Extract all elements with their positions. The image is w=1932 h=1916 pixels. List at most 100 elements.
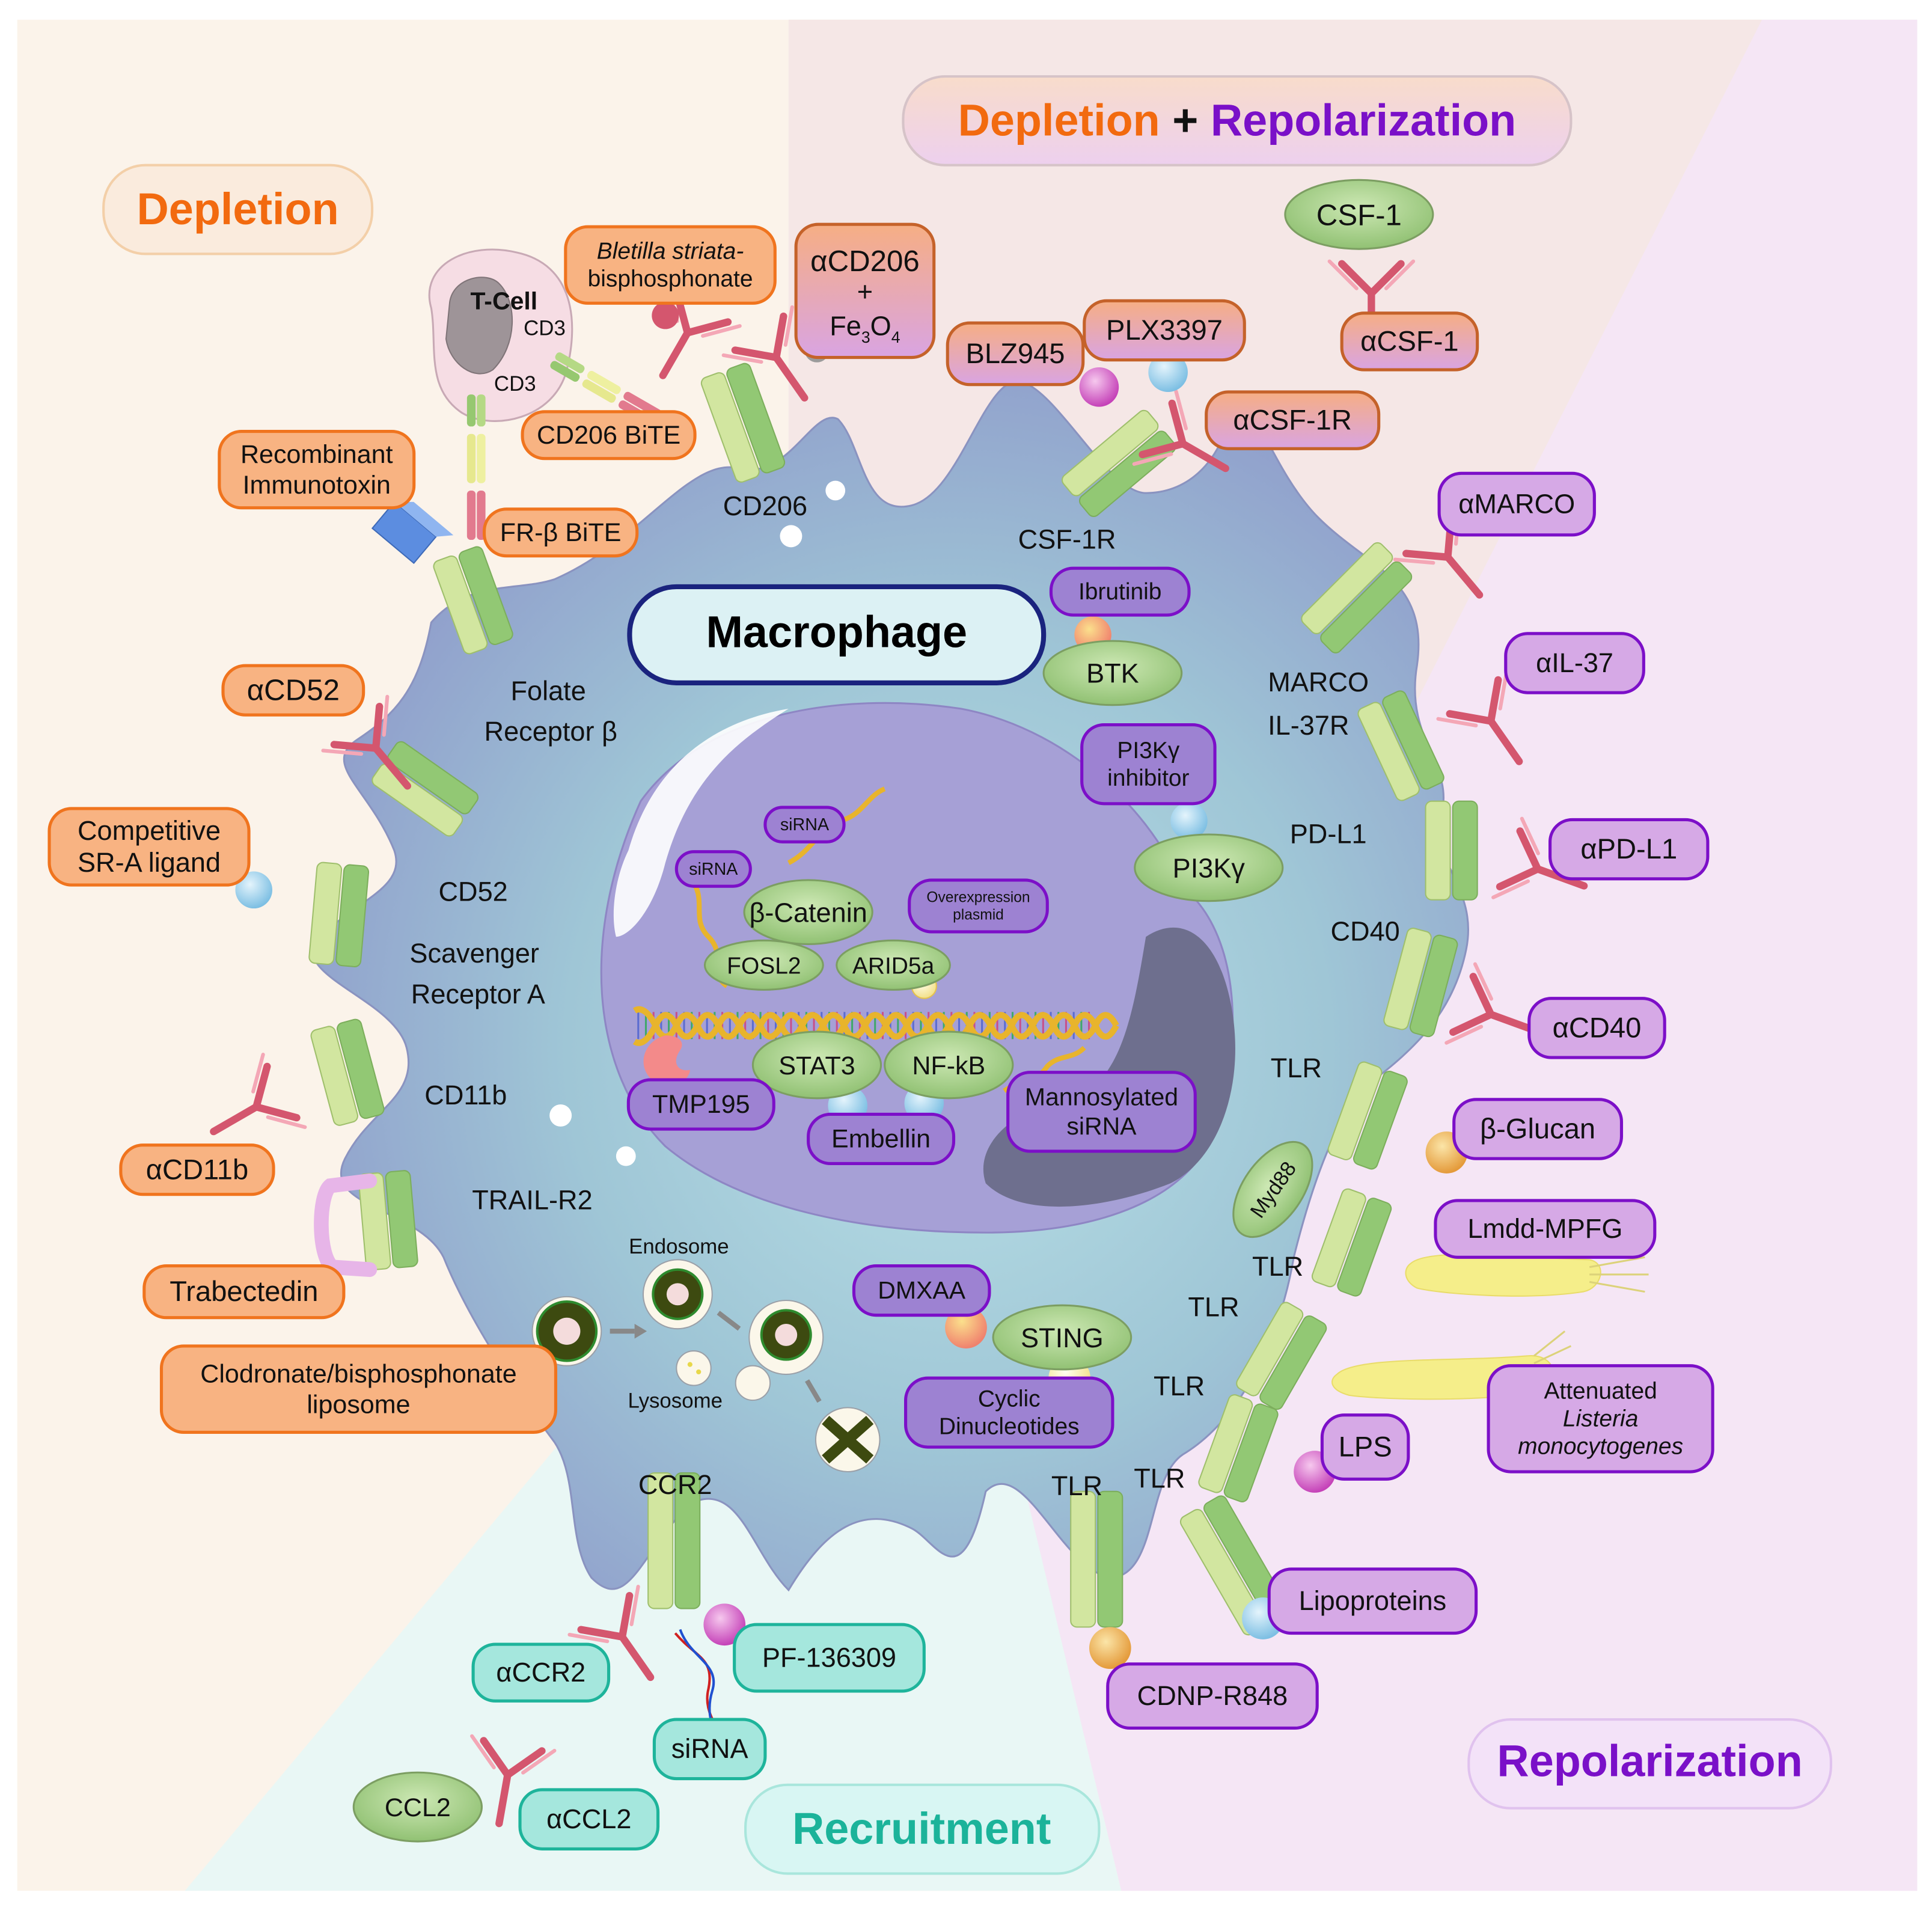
plus-label: + [857,276,873,307]
receptor-cd206-icon [700,363,786,483]
acd40-box-label: αCD40 [1553,1011,1642,1043]
listeria-box-label: Listeria [1563,1406,1639,1432]
trail-r2-label: TRAIL-R2 [472,1184,592,1215]
cd206-label: CD206 [723,491,807,521]
frb-bite-box: FR-β BiTE [482,507,639,558]
marco-label: MARCO [1268,667,1369,697]
receptor-cd40-icon [1383,927,1458,1038]
frb-bite-box-label: FR-β BiTE [500,518,622,547]
antibody-accl2-icon [470,1734,557,1828]
lysosome-icon [676,1350,712,1386]
plx3397-box: PLX3397 [1083,299,1246,362]
ccl2-ellipse-label: CCL2 [385,1793,451,1822]
pi3k-ellipse-label: PI3Kγ [1173,853,1246,884]
fe3o4-part: O [870,311,891,341]
repolarization-header: Repolarization [1467,1718,1832,1810]
sting-ellipse: STING [992,1304,1133,1371]
acsf1r-box-label: αCSF-1R [1233,404,1351,436]
ail37-box: αIL-37 [1504,632,1645,694]
receptor-cd52-icon [371,741,479,837]
embellin-box: Embellin [807,1112,956,1166]
cd40-label: CD40 [1330,916,1399,946]
trabectedin-box-label: Trabectedin [170,1275,318,1307]
svg-text:Depletion + Repola: Depletion + Repolarization [958,96,1517,145]
bglucan-box: β-Glucan [1452,1098,1624,1160]
tlr-label-6: TLR [1051,1471,1102,1501]
cd52-label: CD52 [438,877,507,907]
accr2-box-label: αCCR2 [496,1657,585,1688]
receptor-tlr-b-icon [1311,1188,1392,1297]
ibrutinib-box-label: Ibrutinib [1078,579,1162,605]
bletilla-box-label: Bletilla striata- [597,239,744,265]
listeria-box-label: monocytogenes [1518,1434,1683,1460]
receptor-tlr-c-icon [1236,1302,1327,1410]
frb-bite-molecule [466,394,486,540]
mannosylated-sirna-box-label: Mannosylated [1025,1083,1178,1111]
trabectedin-clamp-icon [314,1173,378,1278]
depletion-header: Depletion [102,164,374,256]
antibody-acd206-icon [721,305,809,402]
overexpression-plasmid-box-label: plasmid [953,907,1004,923]
immunotoxin-cube-icon [371,501,454,565]
pi3k-inhibitor-box-label: inhibitor [1107,765,1189,791]
recombinant-immunotoxin-box-label: Recombinant [240,440,393,469]
lipoproteins-box: Lipoproteins [1267,1567,1478,1635]
accr2-box: αCCR2 [471,1642,611,1703]
csf1-ellipse: CSF-1 [1284,179,1434,250]
tmp195-box: TMP195 [626,1078,775,1131]
fosl2-ellipse-label: FOSL2 [727,953,801,979]
antibody-acd52-icon [321,694,412,790]
acd206-fe3o4-box: αCD206+Fe3O4 [794,222,936,360]
folate-receptor-label-2: Receptor β [485,716,617,747]
arrow-icon [805,1379,822,1403]
receptor-ccr2-icon [647,1472,701,1609]
btk-ellipse-label: BTK [1086,658,1139,689]
liposome-pathway: Endosome Lysosome [531,1235,881,1473]
bletilla-box: Bletilla striata-bisphosphonate [564,225,777,305]
receptor-tlr-a-icon [1327,1061,1408,1170]
sirna-box-left: siRNA [674,850,752,888]
fe3o4-label: Fe3O4 [830,311,900,346]
recombinant-immunotoxin-box-label: Immunotoxin [243,471,391,500]
receptor-pdl1-icon [1425,800,1478,901]
pi3k-ellipse: PI3Kγ [1134,833,1284,902]
pf136309-box-label: PF-136309 [762,1642,896,1673]
sr-a-ligand-box-label: Competitive [78,815,221,846]
antibody-ail37-icon [1436,669,1523,765]
receptor-trail-icon [358,1170,418,1271]
antibody-acsf1r-icon [1132,389,1229,473]
t-cell-label: T-Cell [471,287,538,315]
sirna-box-top-label: siRNA [780,815,830,834]
blz945-ball-icon [1079,367,1119,407]
lysosome-label: Lysosome [628,1389,723,1412]
t-cell-cd3-top: CD3 [524,317,566,340]
dmxaa-ball-icon [945,1306,987,1348]
dna-helix-icon [632,1006,1119,1046]
mannosylated-sirna-box-label: siRNA [1066,1112,1137,1140]
tlr-label-4: TLR [1154,1371,1205,1401]
macrophage-title-pill: Macrophage [627,584,1047,685]
arrow-icon [717,1311,741,1331]
tlr-label-1: TLR [1271,1053,1322,1083]
lmdd-box: Lmdd-MPFG [1434,1199,1657,1259]
apdl1-box-label: αPD-L1 [1580,833,1677,865]
sirna-recruit-box: siRNA [652,1718,767,1781]
t-cell-cd3-bottom: CD3 [494,372,536,396]
ccl2-ellipse: CCL2 [352,1771,483,1843]
sirna-recruit-box-label: siRNA [671,1733,748,1764]
pi3k-inhibitor-ball-icon [1170,802,1208,840]
antibody-group [210,259,1588,1828]
antibody-acd40-icon [1444,962,1541,1045]
tlr-label-2: TLR [1252,1251,1303,1282]
acsf1-box: αCSF-1 [1340,311,1479,372]
listeria-box-label: Attenuated [1544,1379,1657,1404]
acsf1-box-label: αCSF-1 [1360,325,1458,357]
nfkb-ellipse-label: NF-kB [912,1051,985,1080]
stat3-ellipse-label: STAT3 [778,1051,855,1080]
